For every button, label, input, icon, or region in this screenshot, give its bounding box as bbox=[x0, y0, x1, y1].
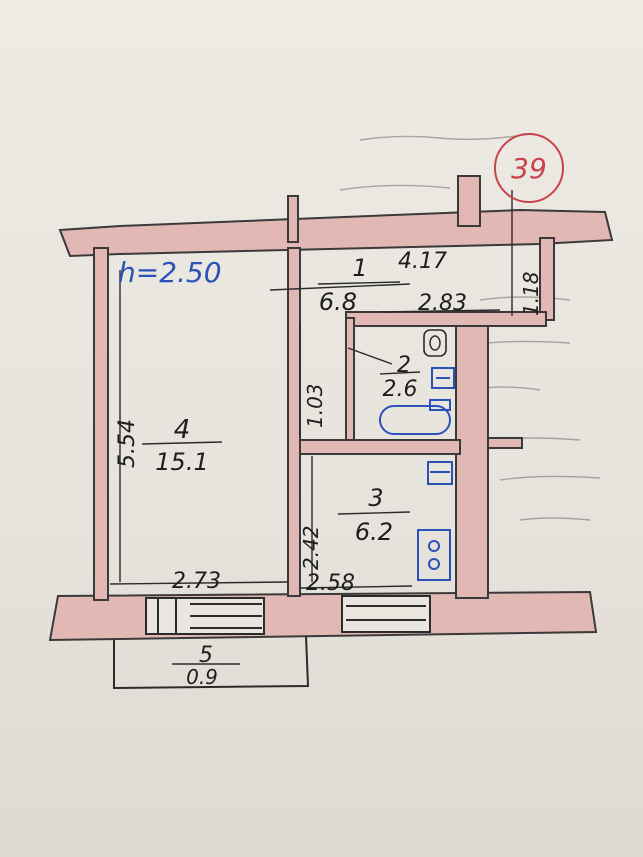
room-1-area: 6.8 bbox=[319, 288, 357, 316]
corridor-length: 4.17 bbox=[398, 249, 447, 274]
bath-bottom-wall bbox=[299, 439, 461, 455]
sink-icon bbox=[431, 367, 455, 389]
corridor-dim-line bbox=[269, 283, 411, 291]
top-wall bbox=[58, 208, 614, 258]
room-3-area: 6.2 bbox=[355, 518, 393, 546]
kitchen-width-line bbox=[299, 585, 413, 589]
bath-depth: 1.03 bbox=[303, 383, 327, 428]
toilet-icon bbox=[423, 329, 447, 357]
corridor-inner: 2.83 bbox=[418, 291, 467, 316]
ceiling-height-label: h=2.50 bbox=[118, 256, 222, 289]
top-partition-stub bbox=[287, 195, 299, 243]
kitchen-width: 2.58 bbox=[306, 571, 355, 596]
left-wall bbox=[93, 247, 109, 601]
kitchen-height: 2.42 bbox=[299, 525, 323, 570]
side-niche: 1.18 bbox=[519, 271, 543, 316]
room-5-area: 0.9 bbox=[186, 665, 218, 689]
room-2-number: 2 bbox=[397, 353, 411, 378]
room-1-number: 1 bbox=[352, 254, 367, 282]
bath-label-leader bbox=[347, 347, 393, 365]
stamp: 39 bbox=[494, 133, 564, 203]
bottom-wall bbox=[48, 590, 598, 642]
stove-icon bbox=[417, 529, 451, 581]
room-5-number: 5 bbox=[199, 643, 213, 668]
room-3-number: 3 bbox=[368, 484, 383, 512]
kitchen-right-wall bbox=[455, 319, 489, 599]
room-4-number: 4 bbox=[174, 415, 191, 445]
room-2-area: 2.6 bbox=[383, 377, 418, 402]
living-width-line bbox=[109, 581, 289, 585]
kitchen-window bbox=[341, 595, 431, 633]
balcony-outline bbox=[113, 635, 310, 690]
kitchen-sink-icon bbox=[427, 461, 453, 485]
bathtub-icon bbox=[379, 399, 451, 435]
bath-left-wall bbox=[345, 317, 355, 447]
living-height: 5.54 bbox=[115, 419, 140, 468]
exterior-stub bbox=[487, 437, 523, 449]
stamp-number: 39 bbox=[511, 152, 547, 185]
living-width: 2.73 bbox=[172, 569, 221, 594]
riser-wall bbox=[457, 175, 481, 227]
room-4-area: 15.1 bbox=[155, 448, 208, 476]
windows bbox=[145, 595, 431, 635]
